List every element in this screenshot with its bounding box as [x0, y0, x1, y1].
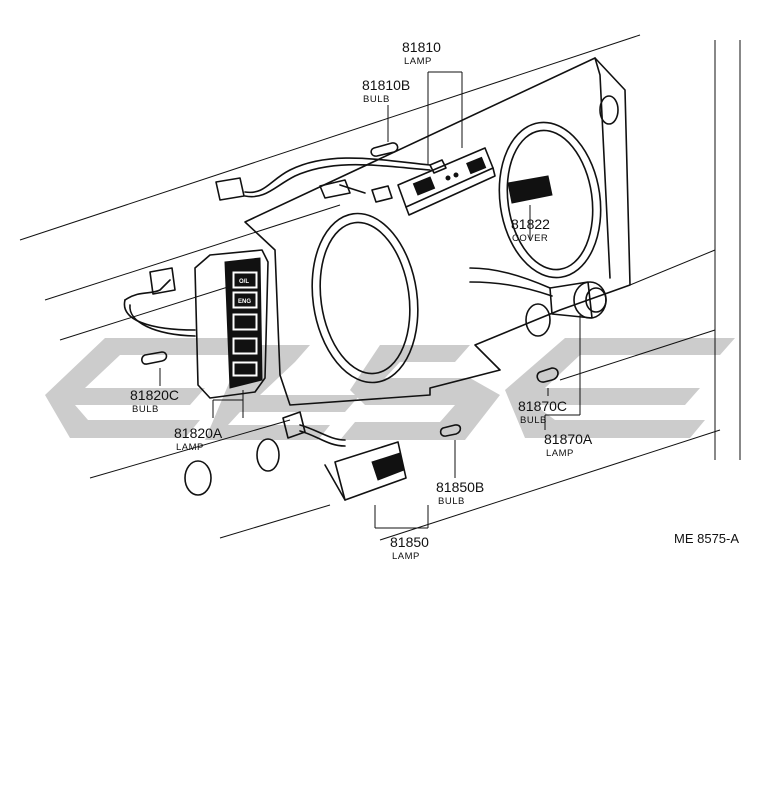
part-description: BULB: [520, 415, 547, 426]
part-label-81850: 81850 LAMP: [390, 534, 429, 562]
part-number: 81810B: [362, 77, 410, 93]
part-number: 81850B: [436, 479, 484, 495]
part-number: 81820C: [130, 387, 179, 403]
part-label-81870C: 81870C BULB: [518, 398, 567, 426]
part-description: BULB: [132, 404, 159, 415]
meter-housing: [184, 57, 631, 496]
part-number: 81822: [511, 216, 550, 232]
part-label-81810B: 81810B BULB: [362, 77, 410, 105]
part-label-81870A: 81870A LAMP: [544, 431, 593, 459]
panel-background-lines: [19, 34, 741, 541]
part-number: 81810: [402, 39, 441, 55]
part-description: LAMP: [176, 442, 204, 453]
socket-assembly-81870A: [469, 267, 607, 383]
part-label-81810: 81810 LAMP: [402, 39, 441, 67]
part-number: 81850: [390, 534, 429, 550]
part-number: 81870A: [544, 431, 593, 447]
part-description: LAMP: [546, 448, 574, 459]
cover-81822: [507, 175, 553, 204]
part-description: BULB: [438, 496, 465, 507]
part-label-81822: 81822 COVER: [511, 216, 550, 244]
switch-label-eng: ENG: [238, 299, 251, 305]
part-label-81820A: 81820A LAMP: [174, 425, 223, 453]
part-description: BULB: [363, 94, 390, 105]
switch-label-ol: O/L: [239, 279, 249, 285]
leader-lines: [159, 71, 581, 529]
part-description: LAMP: [404, 56, 432, 67]
part-description: LAMP: [392, 551, 420, 562]
diagram-reference: ME 8575-A: [674, 531, 739, 546]
part-number: 81870C: [518, 398, 567, 414]
switch-bank-81820A: O/L ENG: [123, 249, 269, 399]
lamp-assembly-81810: [215, 142, 496, 216]
part-label-81850B: 81850B BULB: [436, 479, 484, 507]
part-description: COVER: [512, 233, 548, 244]
part-label-81820C: 81820C BULB: [130, 387, 179, 415]
part-number: 81820A: [174, 425, 223, 441]
lamp-assembly-81850: [282, 411, 462, 501]
